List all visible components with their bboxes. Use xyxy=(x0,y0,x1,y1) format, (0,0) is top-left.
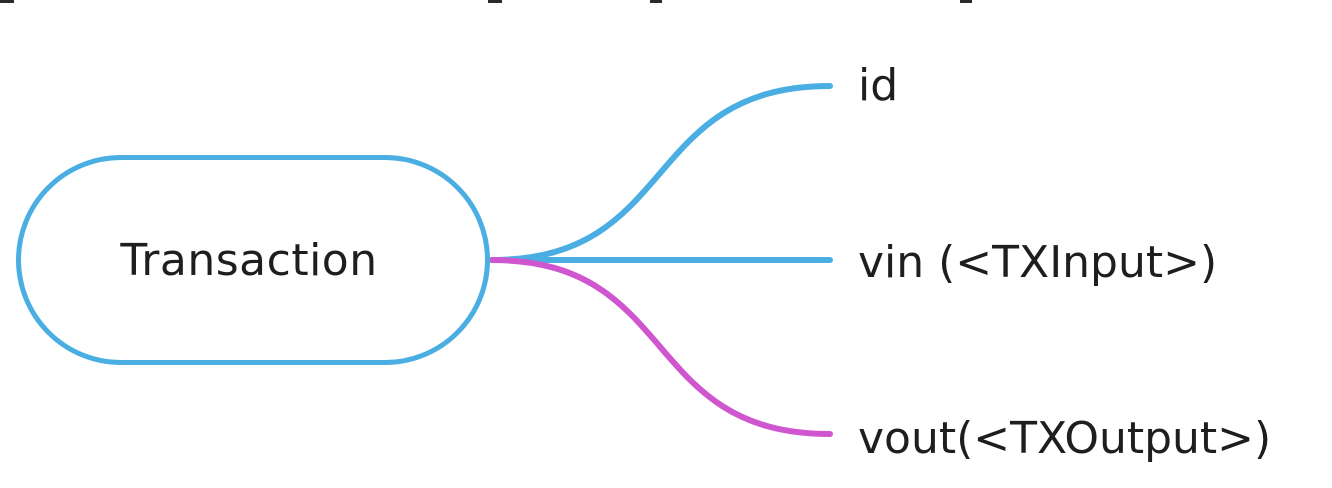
branch-label-id[interactable]: id xyxy=(858,60,899,111)
edge-mark xyxy=(960,0,972,3)
edge-mark xyxy=(650,0,662,3)
connector-id xyxy=(489,83,833,263)
edge-mark xyxy=(488,0,502,3)
branch-label-vout[interactable]: vout(<TXOutput>) xyxy=(858,413,1272,464)
top-edge-artifact xyxy=(0,0,1332,3)
root-node-label: Transaction xyxy=(120,234,378,286)
edge-mark xyxy=(0,0,14,3)
branch-label-vin[interactable]: vin (<TXInput>) xyxy=(858,237,1218,288)
root-node-transaction[interactable]: Transaction xyxy=(16,155,490,365)
connector-vout xyxy=(489,257,833,437)
